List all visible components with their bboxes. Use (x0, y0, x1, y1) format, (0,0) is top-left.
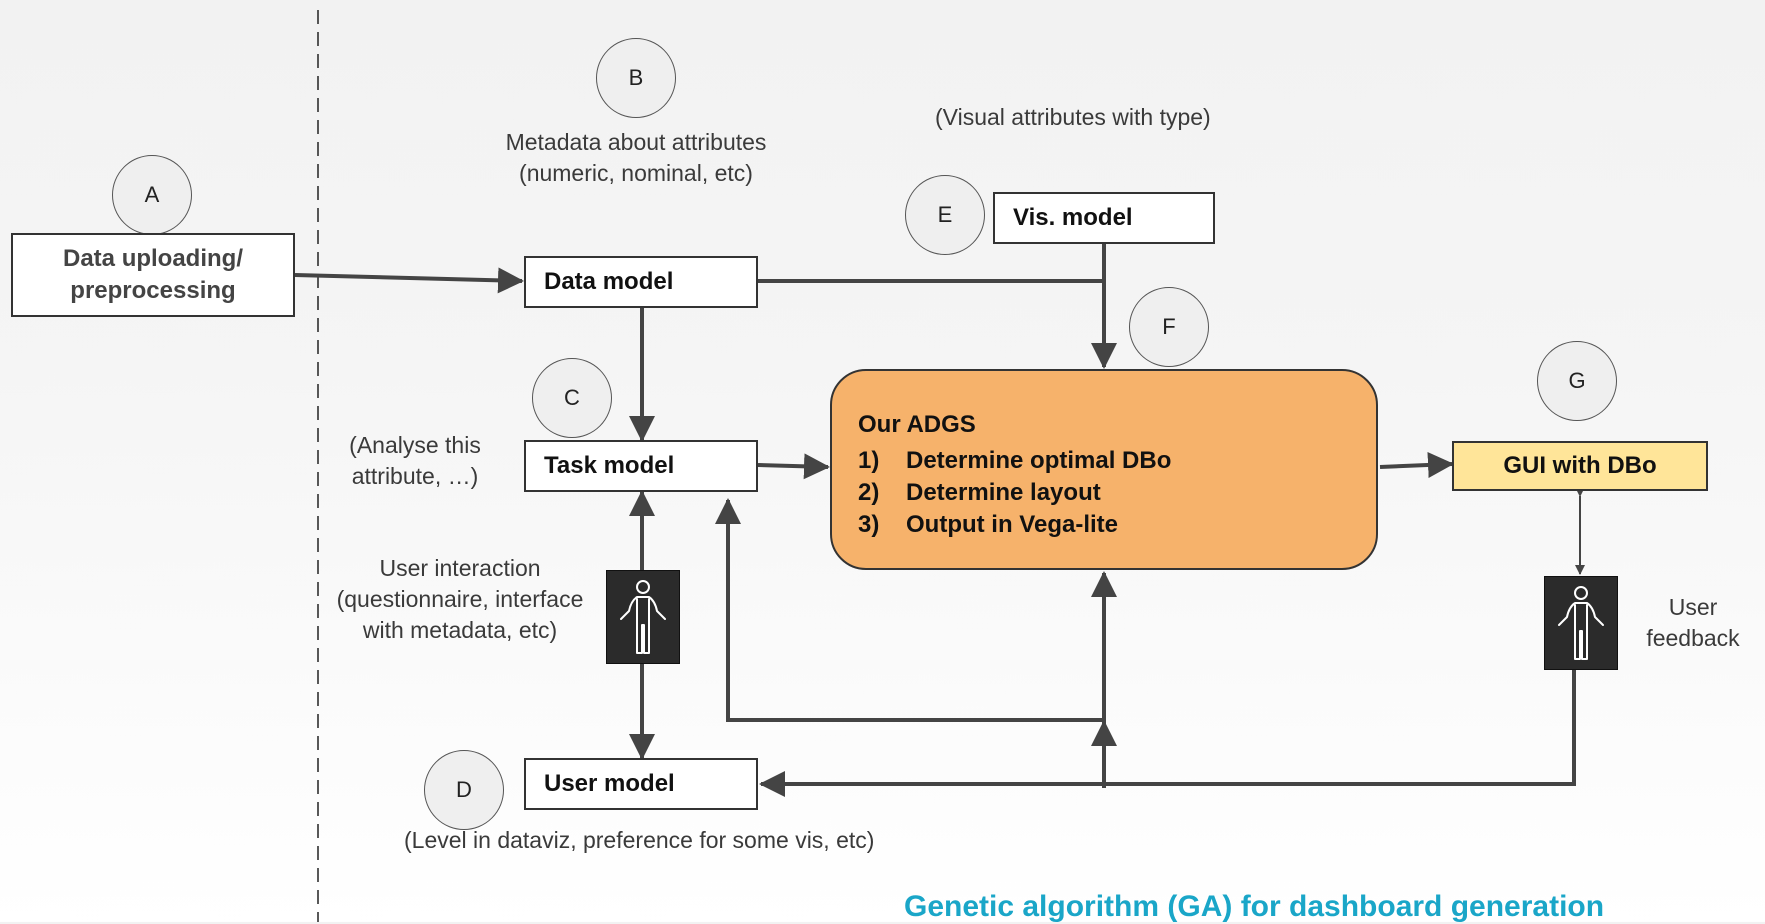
label-circle-a: A (112, 155, 192, 235)
user-feedback-person-icon (1544, 576, 1618, 670)
adgs-step-number: 2) (858, 479, 880, 506)
gui-box: GUI with DBo (1452, 441, 1708, 491)
adgs-step-number: 3) (858, 511, 880, 538)
arrow-adgs-to-gui (1379, 452, 1454, 478)
label-circle-f: F (1129, 287, 1209, 367)
line-feedback-loop (726, 510, 1104, 722)
adgs-step: 2) Determine layout (858, 477, 1376, 509)
user-model-box: User model (524, 758, 758, 810)
label-circle-c: C (532, 358, 612, 438)
user-interaction-label: User interaction (questionnaire, interfa… (336, 555, 584, 644)
user-feedback-label: User feedback (1646, 594, 1740, 652)
label-circle-b: B (596, 38, 676, 118)
label-circle-g: G (1537, 341, 1617, 421)
adgs-title: Our ADGS (858, 411, 976, 438)
adgs-step-text: Output in Vega-lite (906, 511, 1119, 538)
label-circle-d: D (424, 750, 504, 830)
metadata-label: Metadata about attributes (numeric, nomi… (505, 129, 767, 187)
adgs-step-text: Determine optimal DBo (906, 447, 1172, 474)
arrow-upload-to-datamodel (294, 267, 524, 294)
adgs-box: Our ADGS 1) Determine optimal DBo 2) Det… (830, 369, 1378, 570)
task-model-box: Task model (524, 440, 758, 492)
line-feedback-to-usermodel (790, 668, 1576, 786)
label-circle-e: E (905, 175, 985, 255)
footer-title: Genetic algorithm (GA) for dashboard gen… (904, 890, 1605, 923)
visual-attributes-label: (Visual attributes with type) (935, 104, 1211, 130)
vis-model-box: Vis. model (993, 192, 1215, 244)
user-level-label: (Level in dataviz, preference for some v… (404, 827, 875, 853)
adgs-step-text: Determine layout (906, 479, 1101, 506)
data-upload-box: Data uploading/ preprocessing (11, 233, 295, 317)
adgs-step: 3) Output in Vega-lite (858, 509, 1376, 541)
adgs-step: 1) Determine optimal DBo (858, 445, 1376, 477)
arrow-taskmodel-to-adgs (757, 453, 830, 480)
analyse-label: (Analyse this attribute, …) (349, 432, 481, 490)
user-interaction-person-icon (606, 570, 680, 664)
adgs-step-number: 1) (858, 447, 880, 474)
data-model-box: Data model (524, 256, 758, 308)
